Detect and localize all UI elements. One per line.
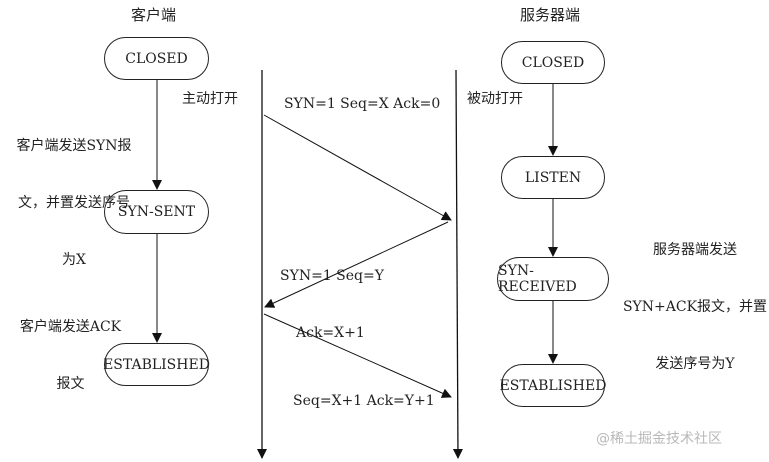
note-server-send-synack: 服务器端发送 SYN+ACK报文，并置 发送序号为Y bbox=[622, 203, 768, 412]
label-passive-open: 被动打开 bbox=[467, 91, 523, 107]
message-line: Ack=X+1 bbox=[296, 325, 365, 341]
client-state-closed: CLOSED bbox=[104, 37, 209, 80]
syn-arrow bbox=[263, 114, 452, 221]
watermark: @稀土掘金技术社区 bbox=[596, 431, 722, 447]
note-line: 发送序号为Y bbox=[655, 356, 735, 372]
server-timeline bbox=[452, 69, 463, 459]
server-state-established: ESTABLISHED bbox=[500, 364, 606, 407]
note-line: 服务器端发送 bbox=[653, 242, 737, 258]
note-client-send-ack: 客户端发送ACK 报文 bbox=[8, 280, 133, 432]
note-line: 报文 bbox=[56, 376, 85, 392]
server-state-closed: CLOSED bbox=[501, 41, 605, 84]
message-ack: Seq=X+1 Ack=Y+1 bbox=[293, 393, 435, 409]
message-syn: SYN=1 Seq=X Ack=0 bbox=[284, 96, 441, 112]
note-line: 文，并置发送序号 bbox=[18, 195, 130, 211]
note-line: 为X bbox=[62, 252, 86, 268]
ack-arrow bbox=[263, 313, 452, 398]
server-state-listen: LISTEN bbox=[501, 156, 605, 199]
server-state-syn-received: SYN-RECEIVED bbox=[497, 257, 609, 301]
client-state-established: ESTABLISHED bbox=[103, 343, 210, 386]
note-line: 客户端发送SYN报 bbox=[16, 138, 132, 154]
note-line: 客户端发送ACK bbox=[19, 319, 122, 335]
note-line: SYN+ACK报文，并置 bbox=[622, 299, 768, 315]
client-state-syn-sent: SYN-SENT bbox=[104, 190, 209, 234]
client-header: 客户端 bbox=[131, 6, 177, 24]
synack-arrow bbox=[264, 221, 449, 308]
server-header: 服务器端 bbox=[520, 6, 581, 24]
note-client-send-syn: 客户端发送SYN报 文，并置发送序号 为X bbox=[4, 99, 144, 308]
message-line: SYN=1 Seq=Y bbox=[280, 268, 384, 284]
label-active-open: 主动打开 bbox=[182, 91, 238, 107]
message-synack: SYN=1 Seq=Y Ack=X+1 bbox=[280, 229, 384, 381]
